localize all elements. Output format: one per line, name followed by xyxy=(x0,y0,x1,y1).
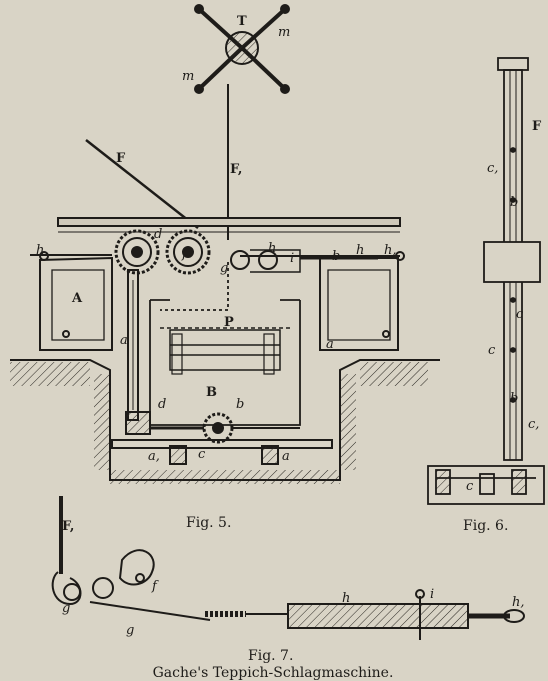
label-b2: b xyxy=(332,249,340,264)
fig5-labels: T m m F F, A P B a a a, a d d b b c f g … xyxy=(36,14,397,531)
label-fig7-gg: g xyxy=(126,623,134,638)
label-fig7-f: f xyxy=(151,579,159,594)
label-P: P xyxy=(224,315,234,330)
handwheel-t xyxy=(194,4,290,240)
label-h3: h xyxy=(268,241,276,256)
inner-frame xyxy=(149,262,301,426)
caption-fig5: Fig. 5. xyxy=(186,515,231,531)
label-F: F xyxy=(116,151,126,166)
label-fig7-h: h xyxy=(342,591,350,606)
label-T: T xyxy=(237,14,247,29)
label-m2: m xyxy=(182,69,194,84)
label-A: A xyxy=(71,291,83,306)
label-h1: h, xyxy=(36,243,49,258)
label-B: B xyxy=(206,385,217,400)
label-fig6-b1: b xyxy=(510,195,518,210)
label-fig6-F: F xyxy=(532,119,542,134)
label-b1: b xyxy=(236,397,244,412)
shaft-a xyxy=(127,269,139,421)
label-fig7-g: g xyxy=(62,601,70,616)
caption-fig7: Fig. 7. xyxy=(248,648,293,664)
label-fig7-F1: F, xyxy=(62,519,74,534)
fig7-drawing xyxy=(51,496,525,640)
label-fig6-c4: c, xyxy=(528,417,539,432)
plate-title: Gache's Teppich-Schlagmaschine. xyxy=(153,665,394,681)
label-m1: m xyxy=(278,25,290,40)
label-F1: F, xyxy=(230,162,242,177)
label-fig7-i: i xyxy=(430,587,434,602)
label-f: f xyxy=(181,247,189,262)
lever-f xyxy=(85,139,199,229)
label-a3: a, xyxy=(148,449,160,464)
fig6-drawing xyxy=(427,57,545,505)
gear-f xyxy=(165,229,211,275)
fig6-labels: F c, b c c b c, c Fig. 6. xyxy=(463,119,542,534)
label-a4: a xyxy=(282,449,290,464)
fig7-labels: F, g f g h h, i Fig. 7. xyxy=(62,519,525,664)
frame-right xyxy=(240,251,405,351)
label-d1: d xyxy=(154,227,162,242)
carpet-bed-p xyxy=(160,327,290,375)
label-fig6-c3: c xyxy=(488,343,496,358)
label-fig7-h1: h, xyxy=(512,595,525,610)
label-a1: a xyxy=(120,333,128,348)
mechanism-b xyxy=(111,411,333,465)
frame-left-a xyxy=(30,251,113,351)
label-c: c xyxy=(198,447,206,462)
label-fig6-c1: c, xyxy=(487,161,498,176)
fig5-drawing xyxy=(10,4,440,484)
gear-d xyxy=(114,229,160,275)
label-fig6-b2: b xyxy=(510,391,518,406)
table-top xyxy=(57,217,401,233)
label-fig6-c5: c xyxy=(466,479,474,494)
label-a2: a xyxy=(326,337,334,352)
label-h4: h xyxy=(356,243,364,258)
label-h2: h, xyxy=(384,243,397,258)
label-i: i xyxy=(290,251,294,266)
caption-fig6: Fig. 6. xyxy=(463,518,508,534)
label-g: g xyxy=(220,261,228,276)
label-d2: d xyxy=(158,397,166,412)
ground-pit xyxy=(10,359,440,484)
label-fig6-c2: c xyxy=(516,307,524,322)
rollers-g-i xyxy=(230,249,378,273)
